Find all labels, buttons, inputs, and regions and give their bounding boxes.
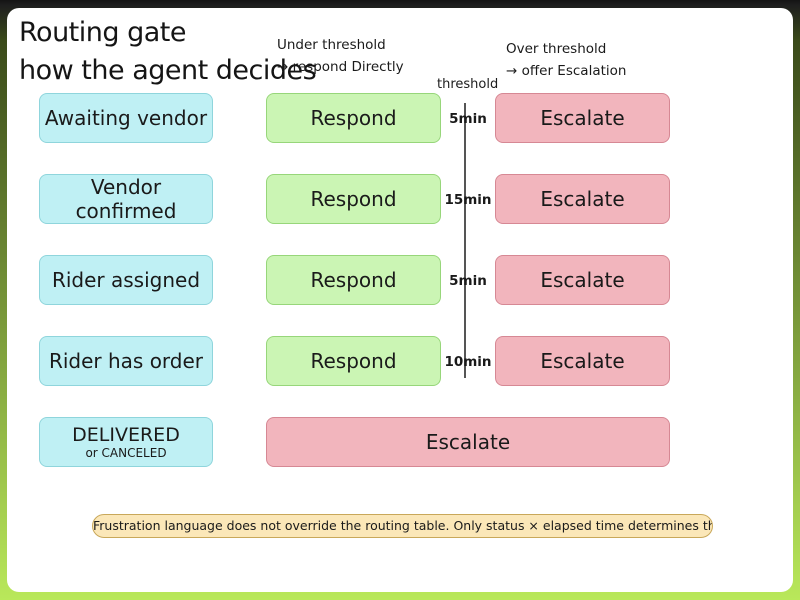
status-delivered-label: DELIVERED (72, 423, 180, 446)
threshold-divider-line (464, 103, 466, 378)
escalate-box-wide: Escalate (266, 417, 670, 467)
escalate-box-4: Escalate (495, 336, 670, 386)
diagram-card: Routing gate how the agent decides Under… (7, 8, 793, 592)
respond-box-4: Respond (266, 336, 441, 386)
threshold-time-3: 5min (449, 273, 487, 289)
status-box-rider-assigned: Rider assigned (39, 255, 213, 305)
title-line-1: Routing gate (19, 17, 186, 48)
under-threshold-note: Under threshold → respond Directly (277, 34, 404, 78)
threshold-time-1: 5min (449, 111, 487, 127)
threshold-time-4: 10min (444, 354, 492, 370)
status-canceled-label: or CANCELED (85, 445, 167, 460)
threshold-time-2: 15min (444, 192, 492, 208)
status-box-delivered-or-canceled: DELIVERED or CANCELED (39, 417, 213, 467)
escalate-box-1: Escalate (495, 93, 670, 143)
threshold-label: threshold (437, 77, 499, 92)
footnote-banner: Frustration language does not override t… (92, 514, 713, 538)
status-box-awaiting-vendor: Awaiting vendor (39, 93, 213, 143)
title-line-2: how the agent decides (19, 55, 317, 86)
page-title: Routing gate how the agent decides (19, 14, 317, 90)
respond-box-2: Respond (266, 174, 441, 224)
under-threshold-heading: Under threshold (277, 37, 386, 53)
respond-box-1: Respond (266, 93, 441, 143)
over-threshold-action: → offer Escalation (506, 63, 627, 79)
under-threshold-action: → respond Directly (277, 59, 404, 75)
escalate-box-2: Escalate (495, 174, 670, 224)
respond-box-3: Respond (266, 255, 441, 305)
status-box-vendor-confirmed: Vendor confirmed (39, 174, 213, 224)
status-box-rider-has-order: Rider has order (39, 336, 213, 386)
over-threshold-note: Over threshold → offer Escalation (506, 38, 626, 82)
escalate-box-3: Escalate (495, 255, 670, 305)
over-threshold-heading: Over threshold (506, 41, 607, 57)
